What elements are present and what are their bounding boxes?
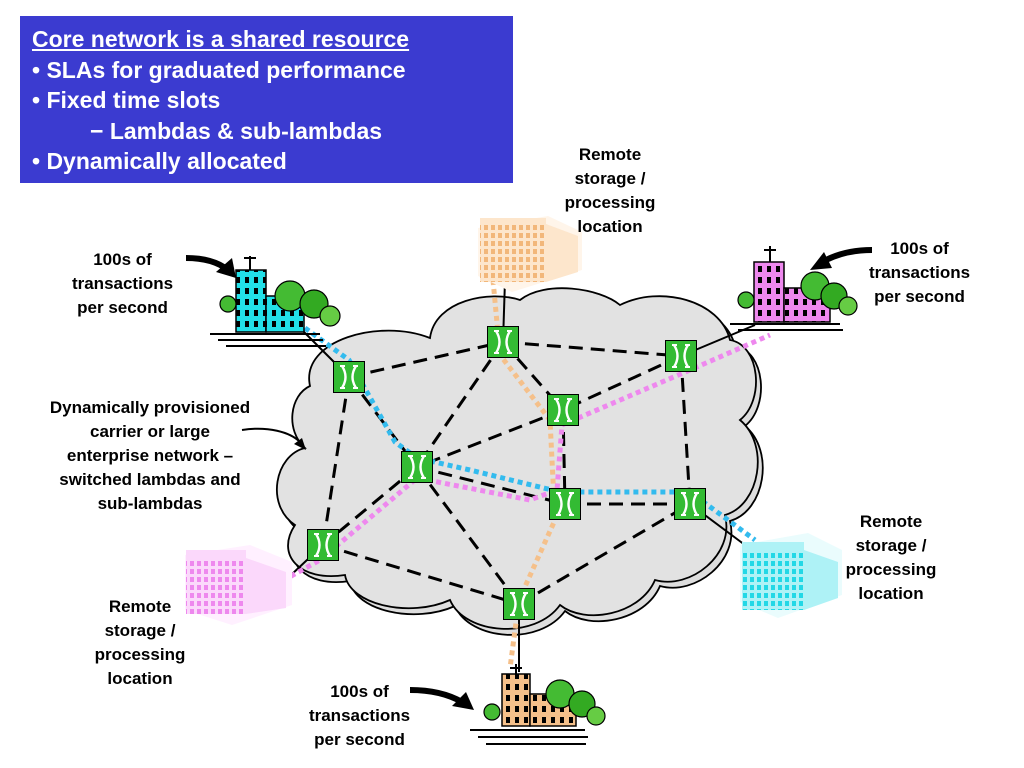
bullet-fixed-time-slots: • Fixed time slots (32, 87, 221, 113)
bullet-dynamically-allocated: • Dynamically allocated (32, 148, 287, 174)
switch-icon (547, 394, 579, 426)
arrow-icon-cloud-caption (241, 427, 306, 450)
switch-icon (549, 488, 581, 520)
switch-icon (333, 361, 365, 393)
label-remote-storage-right: Remote storage / processing location (845, 512, 937, 603)
arrow-icon-top-left (185, 255, 236, 278)
label-remote-storage-top: Remote storage / processing location (564, 145, 656, 236)
arrow-icon-bottom (409, 687, 474, 710)
switch-icon (503, 588, 535, 620)
switch-icon (674, 488, 706, 520)
network-cloud (276, 287, 764, 636)
datacenter-icon-pink (185, 545, 292, 625)
bullet-slas: • SLAs for graduated performance (32, 56, 406, 83)
label-cloud-caption: Dynamically provisioned carrier or large… (49, 398, 251, 513)
datacenter-icon-peach (478, 216, 582, 292)
office-building-icon-peach (470, 664, 606, 745)
switch-icon (665, 340, 697, 372)
title-box: Core network is a shared resource • SLAs… (20, 16, 513, 183)
lightpath-cyan (303, 325, 757, 543)
sub-bullet-lambdas: − Lambdas & sub-lambdas (90, 117, 383, 144)
label-transactions-top-right: 100s of transactions per second (868, 239, 971, 306)
arrow-icon-top-right (810, 247, 873, 270)
office-building-icon-pink (730, 246, 858, 331)
lightpath-peach (490, 279, 558, 669)
datacenter-icon-cyan (740, 533, 842, 618)
switch-icon (401, 451, 433, 483)
label-transactions-bottom: 100s of transactions per second (308, 682, 411, 749)
label-transactions-top-left: 100s of transactions per second (71, 250, 174, 317)
switch-icon (487, 326, 519, 358)
label-remote-storage-bottom-left: Remote storage / processing location (94, 597, 186, 688)
title-heading: Core network is a shared resource (32, 26, 410, 52)
switch-icon (307, 529, 339, 561)
office-building-icon-cyan (210, 256, 341, 347)
